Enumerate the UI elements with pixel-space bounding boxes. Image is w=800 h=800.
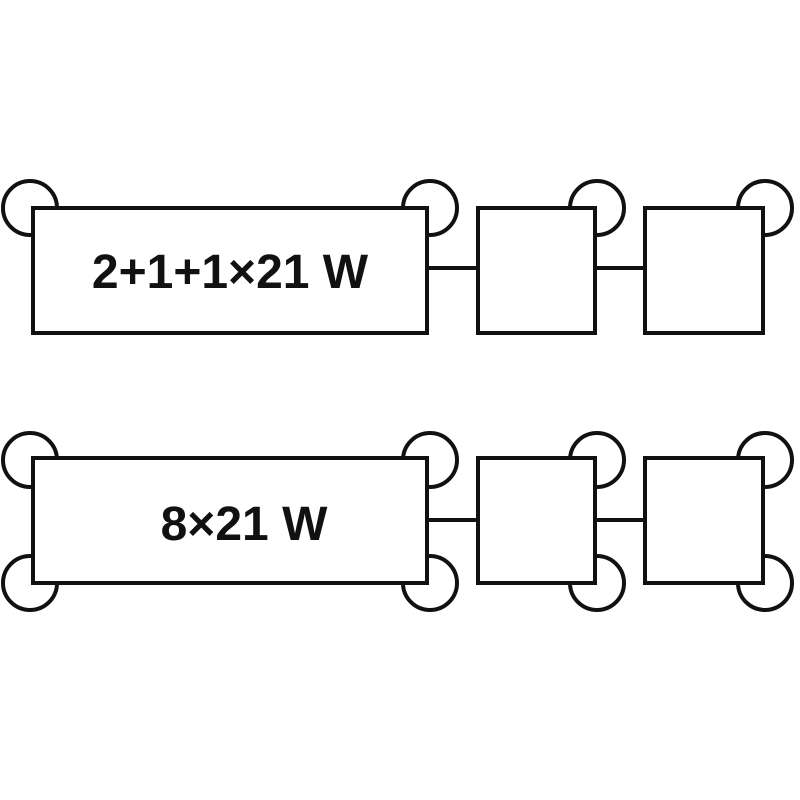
main-flasher-box bbox=[31, 456, 429, 585]
trailer-module-box bbox=[476, 206, 597, 335]
main-flasher-box bbox=[31, 206, 429, 335]
row-top: 2+1+1×21 W bbox=[1, 179, 794, 335]
trailer-module-box bbox=[643, 206, 765, 335]
load-rating-label: 8×21 W bbox=[161, 498, 328, 551]
trailer-module-box bbox=[643, 456, 765, 585]
row-bottom: 8×21 W bbox=[1, 431, 794, 612]
load-rating-label: 2+1+1×21 W bbox=[92, 246, 369, 299]
trailer-module-box bbox=[476, 456, 597, 585]
